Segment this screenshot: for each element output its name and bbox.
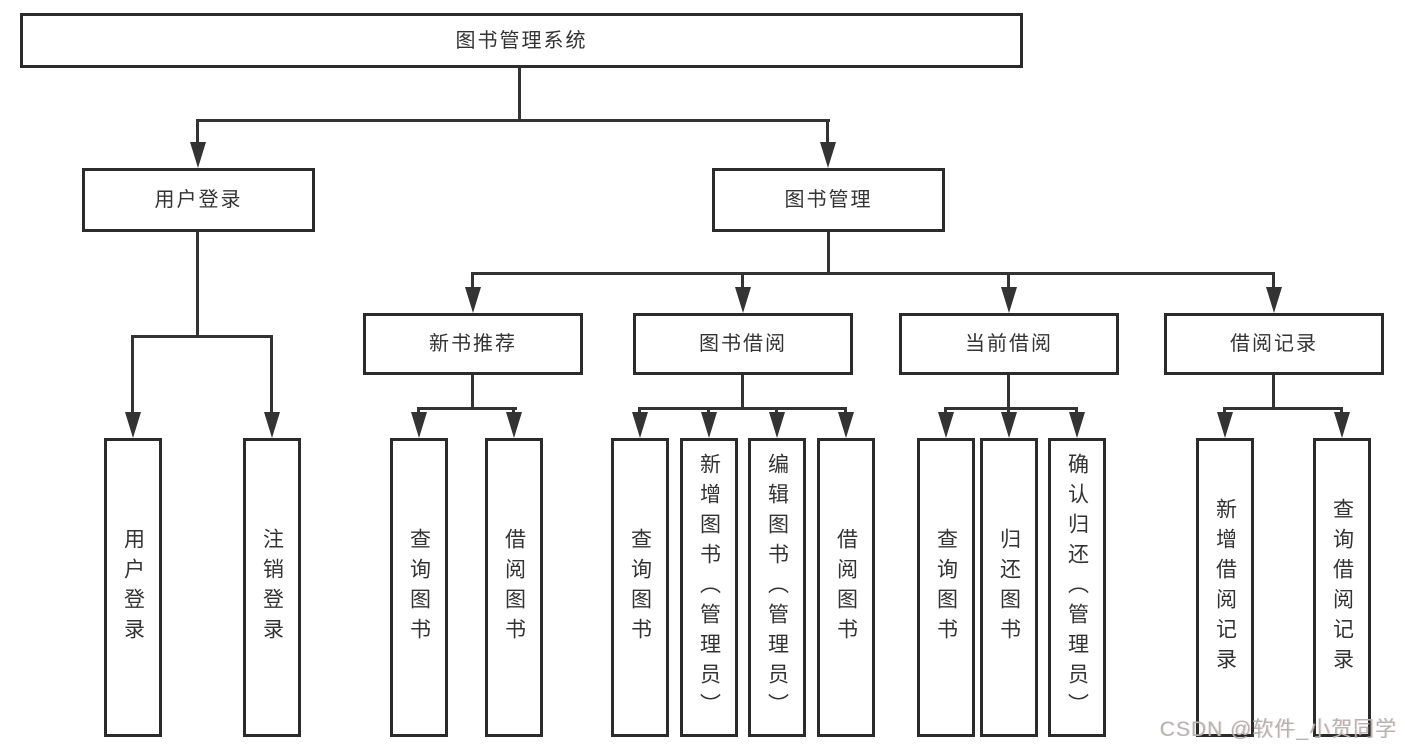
node-new-book-recommendation: 新书推荐 (363, 313, 583, 375)
connector-rail (417, 407, 517, 410)
connector-shaft (741, 272, 744, 291)
node-book-management: 图书管理 (712, 168, 945, 232)
leaf-query-books-recommend: 查询图书 (390, 438, 448, 737)
connector-arrowhead (632, 412, 648, 438)
connector-shaft (1075, 407, 1078, 416)
connector-stub (827, 232, 830, 275)
connector-rail (471, 272, 1275, 275)
leaf-logout-login: 注销登录 (243, 438, 301, 737)
leaf-query-borrow-record: 查询借阅记录 (1313, 438, 1371, 737)
connector-shaft (707, 407, 710, 416)
connector-shaft (775, 407, 778, 416)
connector-arrowhead (820, 142, 836, 168)
node-borrowing-records: 借阅记录 (1164, 313, 1384, 375)
leaf-borrow-books: 借阅图书 (817, 438, 875, 737)
leaf-query-books-borrow: 查询图书 (611, 438, 669, 737)
connector-shaft (1007, 407, 1010, 416)
connector-shaft (1272, 272, 1275, 291)
connector-arrowhead (1069, 412, 1085, 438)
node-system-root: 图书管理系统 (20, 13, 1023, 68)
node-current-borrowing: 当前借阅 (899, 313, 1119, 375)
connector-shaft (270, 335, 273, 416)
connector-arrowhead (769, 412, 785, 438)
leaf-borrow-books-recommend: 借阅图书 (485, 438, 543, 737)
leaf-edit-book-admin: 编辑图书（管理员） (748, 438, 806, 737)
connector-stub (196, 232, 199, 338)
connector-shaft (638, 407, 641, 416)
watermark: CSDN @软件_小贺同学 (1159, 718, 1397, 741)
connector-shaft (417, 407, 420, 416)
connector-shaft (826, 119, 829, 146)
connector-stub (741, 375, 744, 410)
connector-arrowhead (1001, 412, 1017, 438)
node-book-borrowing: 图书借阅 (633, 313, 853, 375)
leaf-user-login: 用户登录 (104, 438, 162, 737)
connector-arrowhead (190, 142, 206, 168)
connector-arrowhead (1001, 287, 1017, 313)
connector-arrowhead (938, 412, 954, 438)
connector-shaft (844, 407, 847, 416)
connector-shaft (471, 272, 474, 291)
connector-stub (1272, 375, 1275, 410)
connector-shaft (131, 335, 134, 416)
connector-stub (1007, 375, 1010, 410)
leaf-return-books: 归还图书 (980, 438, 1038, 737)
connector-rail (131, 335, 273, 338)
connector-arrowhead (701, 412, 717, 438)
connector-rail (196, 119, 830, 122)
connector-arrowhead (411, 412, 427, 438)
connector-shaft (1223, 407, 1226, 416)
leaf-confirm-return-admin: 确认归还（管理员） (1048, 438, 1106, 737)
connector-stub (471, 375, 474, 410)
connector-shaft (944, 407, 947, 416)
connector-shaft (512, 407, 515, 416)
connector-arrowhead (264, 412, 280, 438)
leaf-query-books-current: 查询图书 (917, 438, 975, 737)
connector-shaft (196, 119, 199, 146)
connector-arrowhead (125, 412, 141, 438)
connector-arrowhead (838, 412, 854, 438)
connector-rail (1223, 407, 1343, 410)
connector-arrowhead (465, 287, 481, 313)
connector-rail (944, 407, 1078, 410)
leaf-add-book-admin: 新增图书（管理员） (680, 438, 738, 737)
connector-arrowhead (1266, 287, 1282, 313)
connector-arrowhead (1217, 412, 1233, 438)
node-user-login: 用户登录 (82, 168, 315, 232)
connector-shaft (1007, 272, 1010, 291)
connector-rail (638, 407, 847, 410)
connector-arrowhead (1334, 412, 1350, 438)
leaf-add-borrow-record: 新增借阅记录 (1196, 438, 1254, 737)
connector-arrowhead (506, 412, 522, 438)
connector-shaft (1340, 407, 1343, 416)
connector-stub (518, 68, 521, 122)
connector-arrowhead (735, 287, 751, 313)
